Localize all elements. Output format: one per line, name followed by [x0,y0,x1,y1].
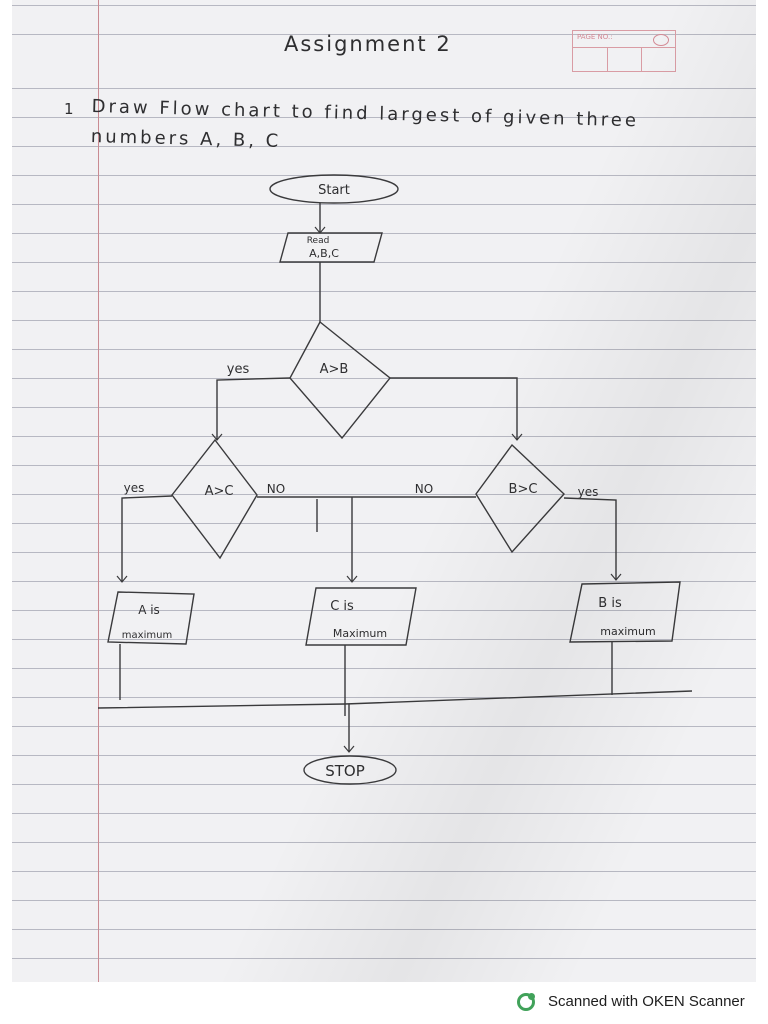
decision-b-gt-c: B>C [475,443,565,554]
question-number: 1 [64,100,75,118]
output-a-line2: maximum [122,630,172,641]
output-a-maximum: A is maximum [107,591,195,645]
output-a-line1: A is [138,603,160,617]
output-b-line1: B is [598,596,622,611]
flowchart: Start Read A,B,C A>B yes A>C yes NO B [97,174,693,785]
page-number-label: PAGE NO.: [577,33,613,41]
output-b-maximum: B is maximum [569,581,681,643]
page-number-box: PAGE NO.: [572,30,676,72]
notebook-logo-icon [653,34,669,46]
stop-label: STOP [325,762,365,780]
scanner-watermark-text: Scanned with OKEN Scanner [548,992,745,1010]
notebook-page: PAGE NO.: Assignment 2 1 Draw Flow chart… [12,0,756,982]
yes-label-3: yes [578,485,599,499]
decision-a-gt-b: A>B [289,320,391,440]
output-b-line2: maximum [600,625,655,638]
page-title: Assignment 2 [284,32,452,56]
read-input-box: Read A,B,C [279,232,383,263]
output-c-line2: Maximum [333,627,387,640]
start-terminal: Start [269,174,399,204]
read-vars: A,B,C [309,247,339,260]
stop-terminal: STOP [303,755,397,785]
read-label: Read [307,236,330,246]
start-label: Start [318,183,350,198]
scanner-watermark: Scanned with OKEN Scanner [516,990,745,1012]
oken-scanner-logo-icon [516,991,536,1011]
decision-a-gt-c: A>C [171,438,258,560]
yes-label-1: yes [227,362,250,377]
yes-label-2: yes [124,481,145,495]
no-label-2: NO [415,482,433,496]
output-c-line1: C is [330,599,354,614]
decision-b-gt-c-label: B>C [509,482,538,497]
decision-a-gt-c-label: A>C [205,484,234,499]
no-label-1: NO [267,482,285,496]
margin-line [98,0,99,982]
decision-a-gt-b-label: A>B [320,362,349,377]
output-c-maximum: C is Maximum [305,587,417,646]
